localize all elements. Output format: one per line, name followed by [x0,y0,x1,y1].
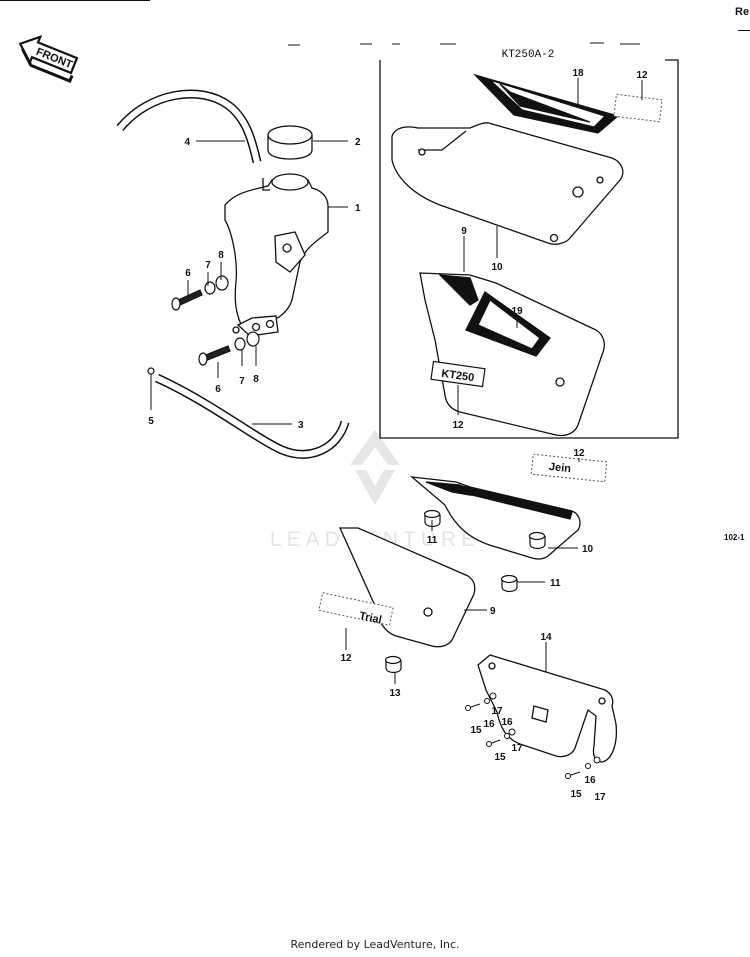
kt250-decal: KT250 [430,360,486,388]
top-rule [0,0,150,1]
callout-5: 5 [148,416,154,427]
oil-tank [224,173,329,337]
callout-17-a: 17 [491,706,503,717]
footer-credit: Rendered by LeadVenture, Inc. [290,938,460,951]
callout-6-lower: 6 [215,384,221,395]
callout-8-upper: 8 [218,250,224,261]
fastener-set-a [465,692,497,711]
hose-clamp [147,367,155,375]
fastener-set-c [565,756,601,779]
tank-cap [267,125,313,160]
callout-16-c: 16 [584,775,596,786]
callout-6-upper: 6 [185,268,191,279]
callout-12-jein: 12 [573,448,585,459]
header-ref: Re [735,6,750,18]
callout-16-a: 16 [483,719,495,730]
callout-12-upper: 12 [636,70,648,81]
callout-7-upper: 7 [205,260,211,271]
grommet-mid [528,531,546,550]
bolt-set-lower [198,331,260,366]
callout-7-lower: 7 [239,376,245,387]
side-cover-lower-box [419,272,605,437]
breather-hose [116,89,262,163]
callout-8-lower: 8 [253,374,259,385]
callout-10-right: 10 [582,544,594,555]
callout-9-box: 9 [461,226,467,237]
callout-14: 14 [540,632,552,643]
callout-1: 1 [355,203,361,214]
decal-placeholder-upper [613,93,663,123]
bolt-set-upper [171,275,229,311]
grommet-lower [500,574,518,593]
callout-3: 3 [298,420,304,431]
callout-15-b: 15 [494,752,506,763]
callout-11-lower: 11 [550,578,561,589]
callout-10-box: 10 [491,262,503,273]
front-arrow-icon: FRONT [18,34,79,84]
group-box [379,59,679,439]
leader-lines [150,78,643,684]
model-header [288,42,640,46]
callout-15-a: 15 [470,725,482,736]
grommet-13 [384,655,402,674]
kt-decal-text: KT250 [441,368,475,384]
callout-9-left: 9 [490,606,496,617]
callout-17-c: 17 [594,792,606,803]
callout-13: 13 [389,688,401,699]
callout-19: 19 [511,306,523,317]
model-code: KT250A-2 [502,49,555,61]
trial-decal: Trial [318,592,394,626]
page-ref: 102-1 [724,533,745,542]
side-cover-left [338,527,476,648]
callout-17-b: 17 [511,743,523,754]
callout-16-b: 16 [501,717,513,728]
callout-15-c: 15 [570,789,582,800]
callout-12-trial: 12 [340,653,352,664]
side-cover-upper [391,122,624,245]
callout-2: 2 [355,137,361,148]
header-rule [738,30,750,31]
side-decal-upper [472,73,620,134]
fastener-set-b [486,728,516,747]
drain-hose [155,373,350,459]
callout-12-kt: 12 [452,420,464,431]
trial-decal-text: Trial [358,610,383,626]
jein-decal-text: Jein [548,461,571,475]
callout-18: 18 [572,68,584,79]
callout-4: 4 [184,137,190,148]
callout-11-upper: 11 [427,535,438,546]
jein-decal: Jein [530,453,608,483]
